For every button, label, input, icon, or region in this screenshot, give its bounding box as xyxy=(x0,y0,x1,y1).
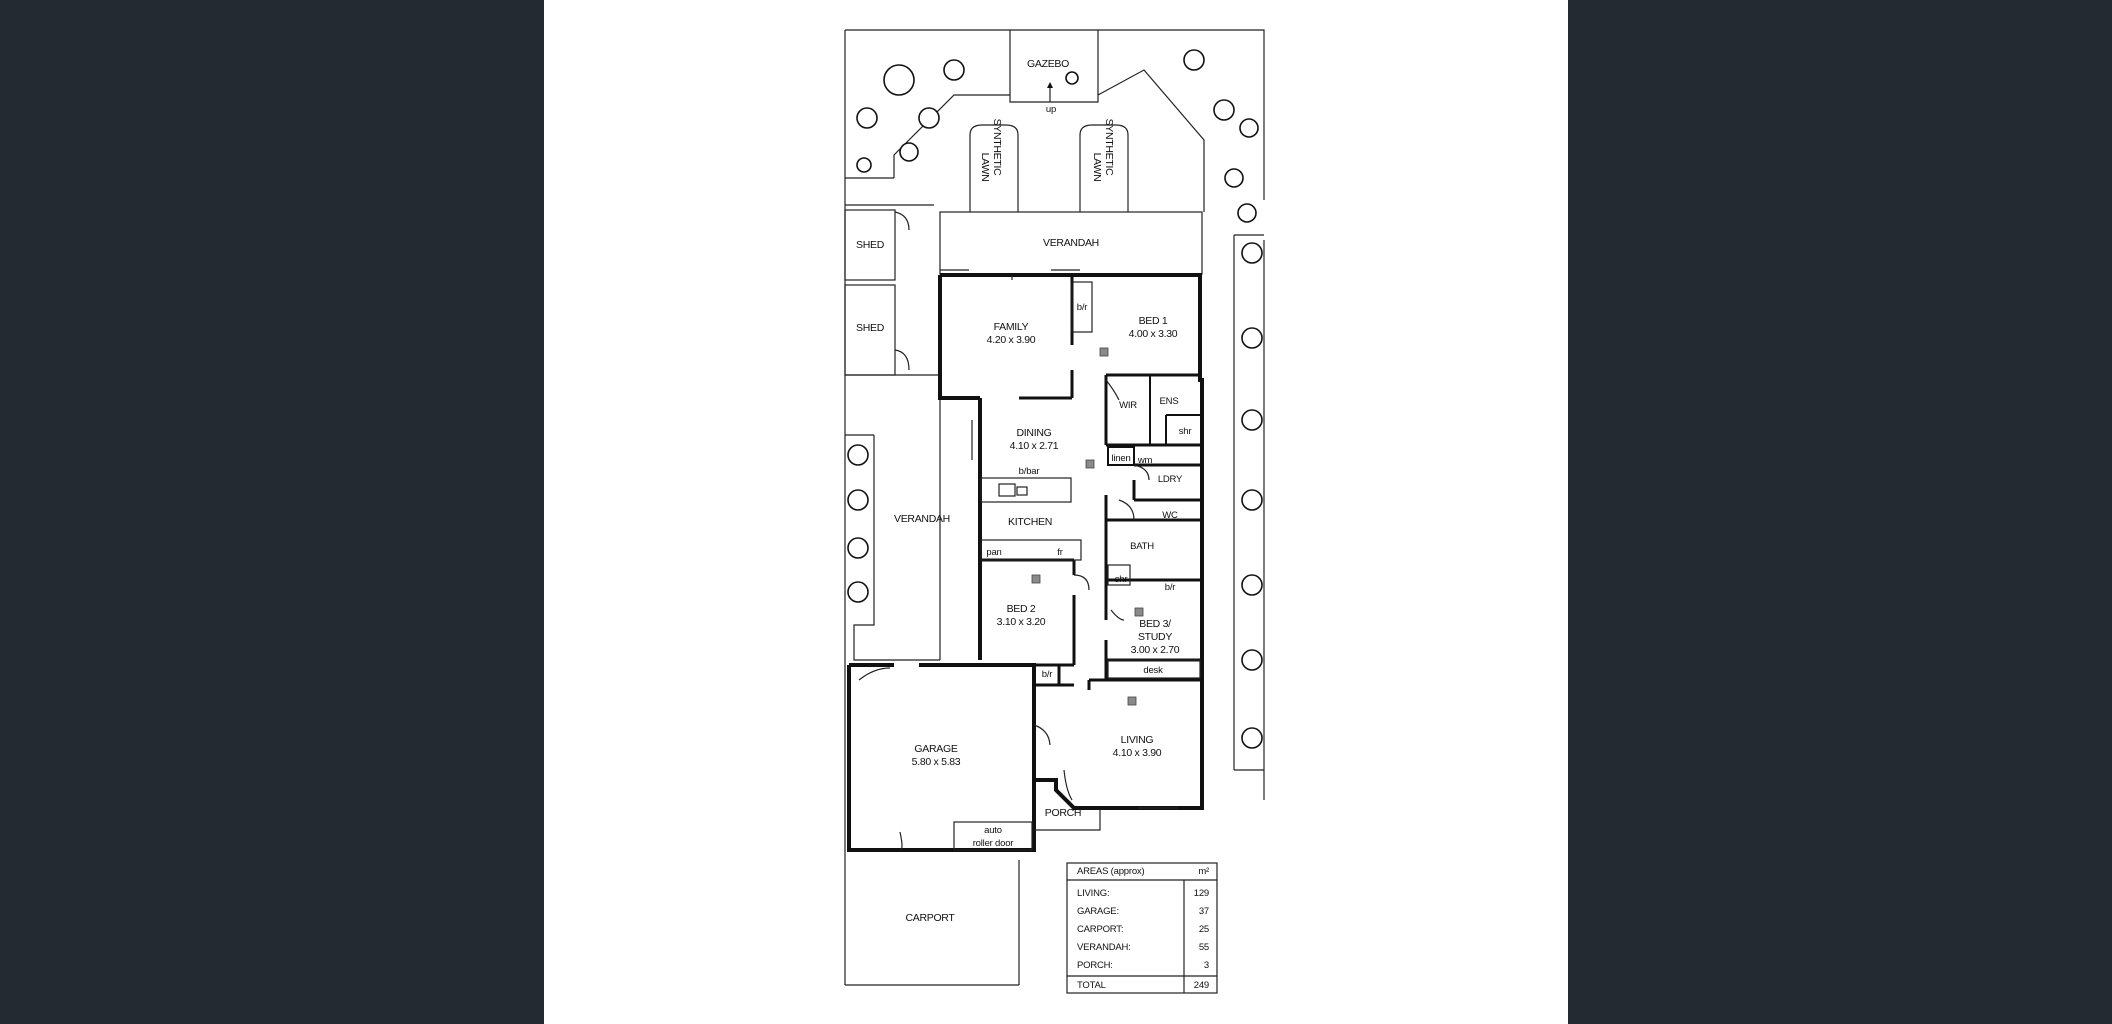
wir-label: WIR xyxy=(1119,400,1137,411)
desk-label: desk xyxy=(1143,665,1163,676)
areas-row-value: 25 xyxy=(1199,924,1209,935)
synthetic-lawn-right-line2: LAWN xyxy=(1091,153,1103,182)
bath-label: BATH xyxy=(1130,541,1154,552)
family-label: FAMILY xyxy=(994,321,1029,333)
dining-label: DINING xyxy=(1017,427,1052,439)
carport-label: CARPORT xyxy=(905,912,955,924)
areas-row-value: 3 xyxy=(1204,960,1209,971)
areas-total-value: 249 xyxy=(1194,980,1209,991)
garage-label: GARAGE xyxy=(914,743,957,755)
areas-table: AREAS (approx) m² LIVING: 129 GARAGE: 37… xyxy=(1066,862,1218,994)
areas-row-value: 37 xyxy=(1199,906,1209,917)
bed3-size: 3.00 x 2.70 xyxy=(1131,644,1180,656)
shr-1-label: shr xyxy=(1179,426,1192,437)
living-size: 4.10 x 3.90 xyxy=(1113,747,1162,759)
room-labels: FAMILY 4.20 x 3.90 b/r BED 1 4.00 x 3.30… xyxy=(905,302,1191,924)
areas-row-label: GARAGE: xyxy=(1077,906,1119,917)
fr-label: fr xyxy=(1057,547,1062,558)
bed2-label: BED 2 xyxy=(1007,603,1036,615)
gazebo-label: GAZEBO xyxy=(1027,58,1069,70)
wm-label: wm xyxy=(1137,455,1153,466)
areas-row-value: 129 xyxy=(1194,888,1209,899)
bed3-label-line1: BED 3/ xyxy=(1139,618,1171,630)
trees xyxy=(847,49,1263,749)
bir-1-label: b/r xyxy=(1077,302,1088,313)
up-label: up xyxy=(1046,104,1056,115)
areas-row-value: 55 xyxy=(1199,942,1209,953)
ceiling-markers xyxy=(1031,347,1144,706)
wc-label: WC xyxy=(1162,510,1178,521)
shed-2: SHED xyxy=(844,284,910,376)
synthetic-lawn-right: SYNTHETIC LAWN xyxy=(1079,119,1129,212)
synthetic-lawn-left-line1: SYNTHETIC xyxy=(991,119,1003,177)
shed-2-label: SHED xyxy=(856,322,885,334)
areas-row-label: LIVING: xyxy=(1077,888,1109,899)
doors xyxy=(858,269,1178,851)
pan-label: pan xyxy=(986,547,1001,558)
dining-size: 4.10 x 2.71 xyxy=(1010,440,1059,452)
property-boundary xyxy=(844,29,1265,986)
bed1-label: BED 1 xyxy=(1139,315,1168,327)
bed3-label-line2: STUDY xyxy=(1138,631,1172,643)
ens-label: ENS xyxy=(1160,396,1179,407)
areas-total-label: TOTAL xyxy=(1077,980,1106,991)
bbar-label: b/bar xyxy=(1019,466,1040,477)
bir-2-label: b/r xyxy=(1165,582,1176,593)
floor-plan-sheet: GAZEBO up SYNTHETIC LAWN SYNTHETIC LAWN xyxy=(544,0,1568,1024)
bed1-size: 4.00 x 3.30 xyxy=(1129,328,1178,340)
floor-plan: GAZEBO up SYNTHETIC LAWN SYNTHETIC LAWN xyxy=(844,29,1265,994)
synthetic-lawn-left-line2: LAWN xyxy=(979,153,991,182)
auto-label-line1: auto xyxy=(984,825,1002,836)
shed-1-label: SHED xyxy=(856,239,885,251)
family-size: 4.20 x 3.90 xyxy=(987,334,1036,346)
auto-label-line2: roller door xyxy=(973,838,1014,849)
areas-row-label: PORCH: xyxy=(1077,960,1113,971)
garage-size: 5.80 x 5.83 xyxy=(912,756,961,768)
gazebo: GAZEBO up xyxy=(845,30,1205,212)
synthetic-lawn-left: SYNTHETIC LAWN xyxy=(969,119,1019,212)
synthetic-lawn-right-line1: SYNTHETIC xyxy=(1103,119,1115,177)
verandah-rear: VERANDAH xyxy=(939,211,1203,275)
verandah-side: VERANDAH xyxy=(845,374,950,661)
internal-walls xyxy=(940,275,1201,690)
ldry-label: LDRY xyxy=(1158,474,1183,485)
bir-3-label: b/r xyxy=(1042,669,1053,680)
areas-unit: m² xyxy=(1198,866,1209,877)
kitchen-label: KITCHEN xyxy=(1008,516,1052,528)
house-walls xyxy=(847,273,1204,852)
areas-row-label: VERANDAH: xyxy=(1077,942,1131,953)
living-label: LIVING xyxy=(1121,734,1154,746)
porch-label: PORCH xyxy=(1045,807,1081,819)
areas-row-label: CARPORT: xyxy=(1077,924,1123,935)
bed2-size: 3.10 x 3.20 xyxy=(997,616,1046,628)
areas-header: AREAS (approx) xyxy=(1077,866,1144,877)
verandah-side-label: VERANDAH xyxy=(894,513,950,525)
shed-1: SHED xyxy=(844,209,910,281)
linen-label: linen xyxy=(1111,453,1130,464)
verandah-rear-label: VERANDAH xyxy=(1043,237,1099,249)
shr-2-label: shr xyxy=(1115,574,1128,585)
